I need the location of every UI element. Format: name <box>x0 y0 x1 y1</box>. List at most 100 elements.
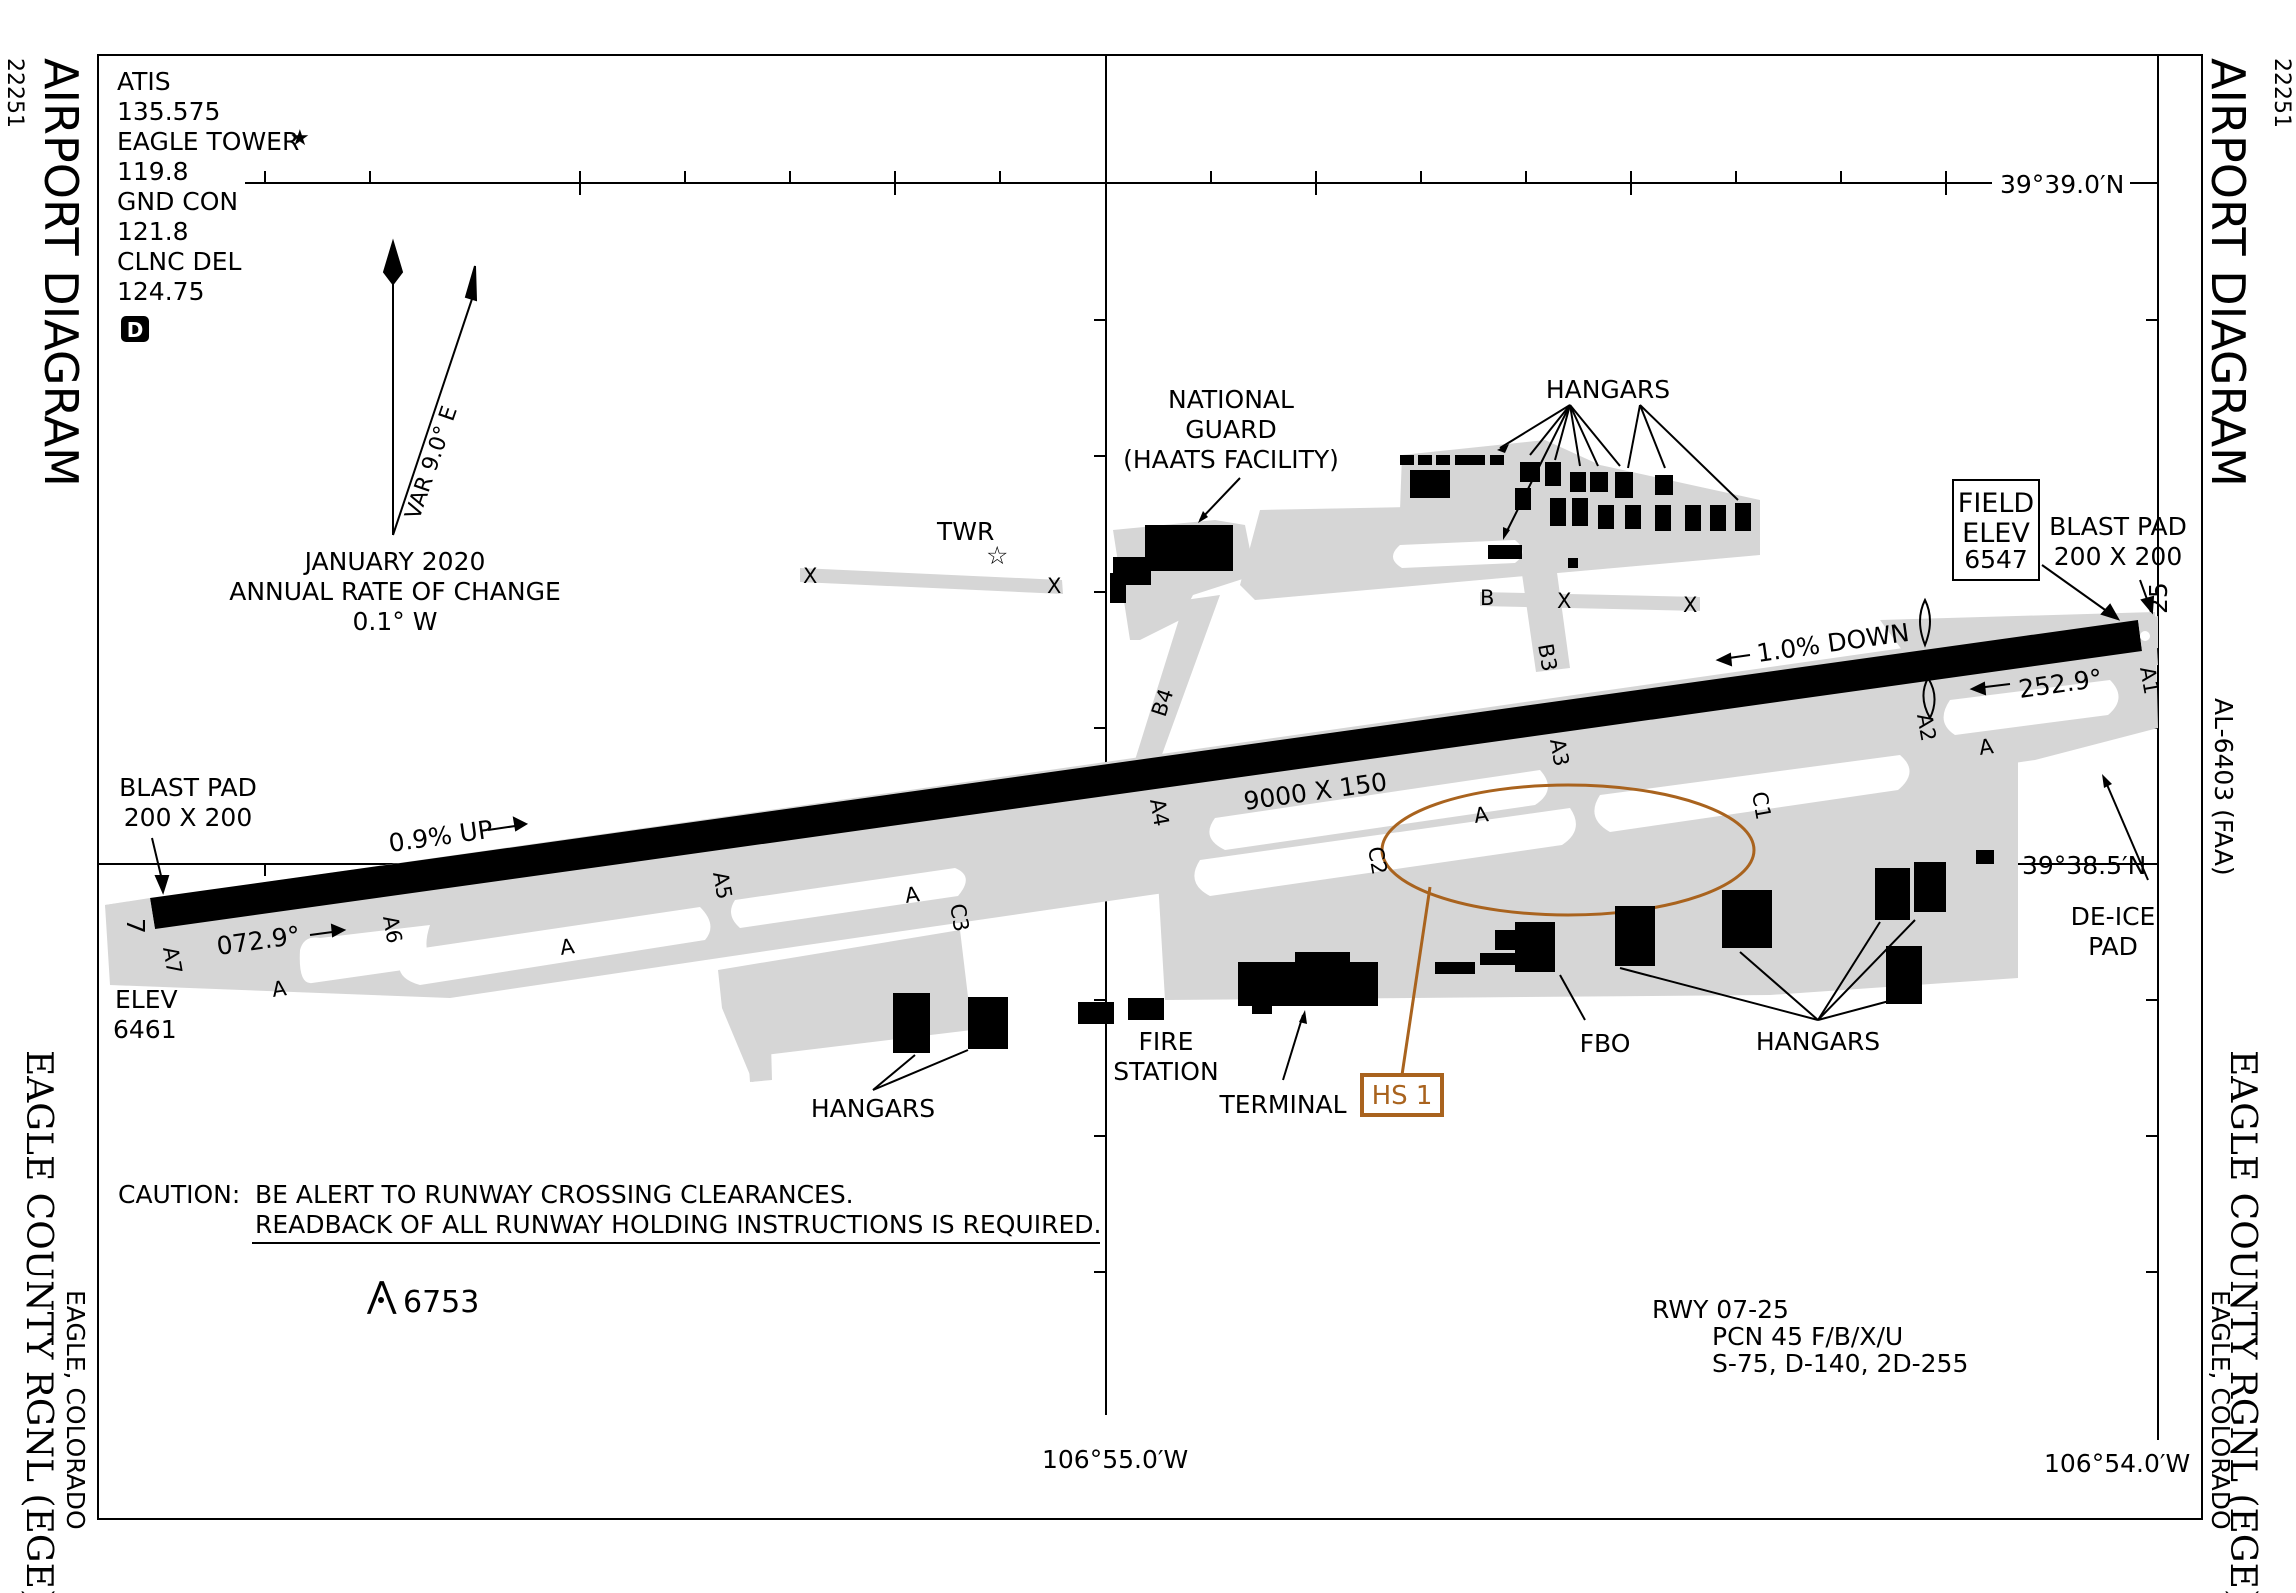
fire-station-line-2: STATION <box>1113 1057 1218 1086</box>
blast-pad-west-label-2: 200 X 200 <box>124 803 252 832</box>
clearance-label: CLNC DEL <box>117 247 242 276</box>
hangars-southwest-label: HANGARS <box>811 1094 935 1123</box>
taxiway-a-east: A <box>1977 734 1995 760</box>
latitude-mid: 39°38.5′N <box>2022 851 2146 880</box>
taxiway-b3 <box>1520 558 1570 672</box>
fire-station-line-1: FIRE <box>1139 1027 1194 1056</box>
hot-spot-leader <box>1400 886 1432 1076</box>
chart-number-left: 22251 <box>2 58 27 128</box>
variation-rate: 0.1° W <box>353 607 438 636</box>
tower-star-icon: ★ <box>290 126 310 151</box>
taxiway-a-west: A <box>270 976 288 1002</box>
al-number: AL-6403 (FAA) <box>2209 698 2238 876</box>
field-elevation-value: 6547 <box>1964 545 2028 574</box>
taxiway-a1: A1 <box>2135 665 2163 696</box>
buildings <box>893 455 1994 1053</box>
hot-spot-ellipse <box>1380 783 1756 917</box>
blast-pad-west-label-1: BLAST PAD <box>119 773 257 802</box>
taxiway-x-1: X <box>803 564 817 588</box>
apron-spur-southwest <box>745 1006 772 1082</box>
longitude-right: 106°54.0′W <box>2044 1449 2190 1478</box>
hangars-southeast-label: HANGARS <box>1756 1027 1880 1056</box>
leader-arrowheads <box>1198 444 2112 1024</box>
runway-end-7: 7 <box>121 918 150 934</box>
taxiway-x-east <box>1480 592 1700 611</box>
south-apron-west <box>718 930 972 1082</box>
deice-pad-line-1: DE-ICE <box>2071 902 2156 931</box>
atis-label: ATIS <box>117 67 171 96</box>
tower-location-icon: ☆ <box>986 541 1008 570</box>
taxiway-a-mid: A <box>558 934 576 960</box>
fbo-label: FBO <box>1580 1029 1631 1058</box>
tower-frequency: 119.8 <box>117 157 189 186</box>
pavement-islands <box>299 540 2119 985</box>
taxiway-x-3: X <box>1557 589 1571 613</box>
deice-pad-line-2: PAD <box>2088 932 2138 961</box>
caution-line-2: READBACK OF ALL RUNWAY HOLDING INSTRUCTI… <box>255 1210 1101 1239</box>
tower-location-label: TWR <box>936 517 994 546</box>
ground-frequency: 121.8 <box>117 217 189 246</box>
blast-pad-east-label-2: 200 X 200 <box>2054 542 2182 571</box>
airspace-d-badge-icon <box>121 316 149 342</box>
longitude-left: 106°55.0′W <box>1042 1445 1188 1474</box>
atis-frequency: 135.575 <box>117 97 220 126</box>
slope-arrows <box>309 652 2011 938</box>
obstacle-icon: ⋀ <box>366 1275 397 1316</box>
clearance-frequency: 124.75 <box>117 277 204 306</box>
obstacle-elevation: 6753 <box>403 1285 479 1320</box>
airspace-d-badge: D <box>127 318 144 342</box>
taxiway-a6: A6 <box>378 914 406 945</box>
taxiway-a4: A4 <box>1145 797 1173 828</box>
national-guard-line-2: GUARD <box>1185 415 1276 444</box>
title-right: AIRPORT DIAGRAM <box>2201 58 2255 487</box>
airport-name-right: EAGLE COUNTY RGNL (EGE) <box>2222 1050 2263 1593</box>
taxiway-x-4: X <box>1683 593 1697 617</box>
taxiway-a3: A3 <box>1545 737 1573 768</box>
taxiway-a-hotspot: A <box>1472 802 1490 828</box>
tower-label: EAGLE TOWER <box>117 127 299 156</box>
latitude-top: 39°39.0′N <box>2000 170 2124 199</box>
runway-slope-up: 0.9% UP <box>387 815 495 858</box>
variation-date: JANUARY 2020 <box>303 547 486 576</box>
taxiway-x-west <box>800 568 1063 594</box>
blast-pad-west <box>105 898 155 940</box>
elevation-west-label: ELEV <box>115 985 178 1014</box>
taxiway-x-2: X <box>1047 574 1061 598</box>
airport-name-left: EAGLE COUNTY RGNL (EGE) <box>18 1050 59 1593</box>
elevation-west-value: 6461 <box>113 1015 177 1044</box>
chart-number-right: 22251 <box>2269 58 2294 128</box>
taxiway-a-center: A <box>903 882 921 908</box>
surface-strength: S-75, D-140, 2D-255 <box>1712 1349 1968 1378</box>
airport-location-right: EAGLE, COLORADO <box>2206 1290 2235 1530</box>
title-left: AIRPORT DIAGRAM <box>34 58 88 487</box>
terminal-label: TERMINAL <box>1218 1090 1346 1119</box>
national-guard-line-1: NATIONAL <box>1168 385 1294 414</box>
caution-prefix: CAUTION: <box>118 1180 240 1209</box>
hot-spot-box <box>1360 1073 1444 1117</box>
south-apron-center <box>1158 760 2018 1000</box>
taxiway-a5: A5 <box>708 870 736 901</box>
compass-rose <box>382 238 478 536</box>
runway-hold-marker <box>1919 597 1936 721</box>
hot-spot-label: HS 1 <box>1372 1081 1433 1111</box>
surface-runway: RWY 07-25 <box>1652 1295 1789 1324</box>
taxiway-c1: C1 <box>1747 790 1776 822</box>
national-guard-line-3: (HAATS FACILITY) <box>1123 445 1339 474</box>
variation-rate-label: ANNUAL RATE OF CHANGE <box>229 577 561 606</box>
field-elevation-label-1: FIELD <box>1958 488 2034 519</box>
field-elevation-point <box>2140 631 2150 641</box>
taxiway-a2: A2 <box>1912 712 1940 743</box>
leader-arrows <box>872 404 2149 1091</box>
taxiway-c2: C2 <box>1363 845 1392 877</box>
surface-pcn: PCN 45 F/B/X/U <box>1712 1322 1903 1351</box>
field-elevation-box <box>1952 479 2040 581</box>
obstacle-dot <box>378 1297 384 1303</box>
hangars-north-label: HANGARS <box>1546 375 1670 404</box>
taxiway-b: B <box>1480 586 1494 610</box>
blast-pad-east-label-1: BLAST PAD <box>2049 512 2187 541</box>
taxiway-c3: C3 <box>945 902 974 934</box>
taxiway-a7: A7 <box>158 945 186 976</box>
blast-pad-leaders <box>151 564 2155 895</box>
caution-line-1: BE ALERT TO RUNWAY CROSSING CLEARANCES. <box>255 1180 854 1209</box>
